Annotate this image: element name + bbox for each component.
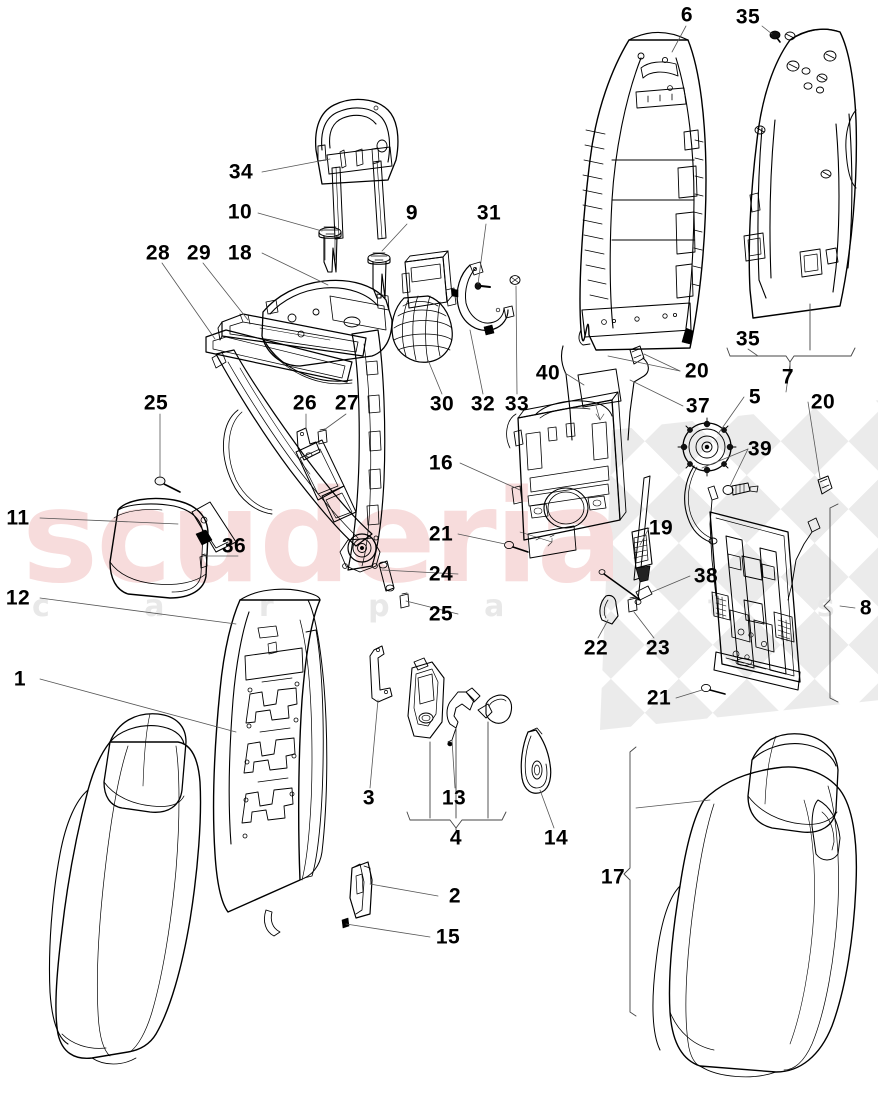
part-12-backrest-panel <box>214 589 327 936</box>
callout-34[interactable]: 34 <box>228 160 254 184</box>
part-5-motor <box>678 418 736 544</box>
callout-40[interactable]: 40 <box>535 361 561 385</box>
callout-12[interactable]: 12 <box>5 586 31 610</box>
leader-lines <box>40 26 855 937</box>
callout-35a[interactable]: 35 <box>735 5 761 29</box>
part-15-clip <box>342 918 349 928</box>
callout-16[interactable]: 16 <box>428 451 454 475</box>
callout-21a[interactable]: 21 <box>428 522 454 546</box>
part-32-clamp <box>452 262 514 335</box>
callout-36[interactable]: 36 <box>221 534 247 558</box>
part-4-knob <box>478 695 511 723</box>
part-11-headrest-cushion <box>110 498 208 598</box>
group-bracket-17 <box>624 747 636 1016</box>
part-31-bolt <box>475 283 490 290</box>
callout-26[interactable]: 26 <box>292 391 318 415</box>
callout-33[interactable]: 33 <box>504 392 530 416</box>
part-40-label-plate <box>578 369 621 420</box>
group-bracket-8 <box>824 504 838 702</box>
part-25b-clip <box>400 593 409 608</box>
part-1-backrest-cover <box>49 714 200 1064</box>
part-22-retainer <box>600 595 618 624</box>
callout-9[interactable]: 9 <box>405 201 419 225</box>
part-8-seat-frame-module <box>708 486 820 690</box>
part-30-lumbar-fan-module <box>392 251 456 362</box>
callout-27[interactable]: 27 <box>334 391 360 415</box>
callout-18[interactable]: 18 <box>227 241 253 265</box>
part-24-pin <box>379 561 394 591</box>
callout-14[interactable]: 14 <box>543 826 569 850</box>
part-27-clip <box>318 429 327 444</box>
callout-20a[interactable]: 20 <box>684 359 710 383</box>
part-9-guide-bush <box>368 253 390 298</box>
callout-1[interactable]: 1 <box>13 667 27 691</box>
part-20b-clip <box>818 476 832 494</box>
callout-7[interactable]: 7 <box>781 365 795 389</box>
part-7-rear-trim-panel <box>744 29 856 318</box>
part-21a-screw <box>505 541 529 552</box>
part-14-release-handle <box>521 728 550 793</box>
part-25a-screw <box>155 477 180 492</box>
part-39-bolt <box>723 483 758 495</box>
callout-5[interactable]: 5 <box>748 385 762 409</box>
callout-22[interactable]: 22 <box>583 636 609 660</box>
part-26-bracket <box>297 428 320 460</box>
part-28-trim-strip <box>206 330 352 382</box>
part-17-complete-backrest <box>653 734 856 1077</box>
callout-21b[interactable]: 21 <box>646 686 672 710</box>
callout-25b[interactable]: 25 <box>428 602 454 626</box>
part-20a-clip <box>630 346 644 364</box>
part-34-headrest-guide <box>316 99 398 239</box>
callout-37[interactable]: 37 <box>685 394 711 418</box>
part-18-frame-upper <box>262 280 392 570</box>
callout-4[interactable]: 4 <box>449 826 463 850</box>
part-3-bracket <box>370 646 392 702</box>
callout-30[interactable]: 30 <box>429 392 455 416</box>
part-10-guide-bush <box>319 227 341 272</box>
callout-8[interactable]: 8 <box>859 596 873 620</box>
part-6-backrest-frame <box>579 33 706 351</box>
callout-29[interactable]: 29 <box>186 241 212 265</box>
callout-38[interactable]: 38 <box>693 564 719 588</box>
callout-13[interactable]: 13 <box>441 786 467 810</box>
callout-6[interactable]: 6 <box>680 3 694 27</box>
callout-3[interactable]: 3 <box>362 786 376 810</box>
part-13-lever <box>447 688 480 746</box>
part-seat-rail-mechanism <box>192 350 380 572</box>
part-33-nut <box>510 276 520 285</box>
callout-19[interactable]: 19 <box>648 516 674 540</box>
part-21b-screw <box>702 684 726 694</box>
callout-28[interactable]: 28 <box>145 241 171 265</box>
part-4-latch-assembly <box>408 658 444 738</box>
part-19-actuator <box>632 476 652 604</box>
callout-24[interactable]: 24 <box>428 562 454 586</box>
callout-39[interactable]: 39 <box>747 437 773 461</box>
callout-2[interactable]: 2 <box>448 884 462 908</box>
part-16-frame-panel <box>507 392 626 558</box>
part-29-guide-rail <box>218 314 366 356</box>
callout-23[interactable]: 23 <box>645 636 671 660</box>
callout-20b[interactable]: 20 <box>810 390 836 414</box>
callout-17[interactable]: 17 <box>600 865 626 889</box>
part-35-fasteners <box>770 31 780 42</box>
callout-35b[interactable]: 35 <box>735 327 761 351</box>
group-bracket-4 <box>407 722 506 830</box>
callout-25a[interactable]: 25 <box>143 391 169 415</box>
callout-32[interactable]: 32 <box>470 392 496 416</box>
callout-10[interactable]: 10 <box>227 200 253 224</box>
callout-15[interactable]: 15 <box>435 925 461 949</box>
callout-31[interactable]: 31 <box>476 201 502 225</box>
callout-11[interactable]: 11 <box>6 506 30 530</box>
part-23-clip <box>628 597 637 612</box>
part-38-bolt <box>599 570 652 600</box>
part-2-side-trim-cap <box>350 862 372 918</box>
